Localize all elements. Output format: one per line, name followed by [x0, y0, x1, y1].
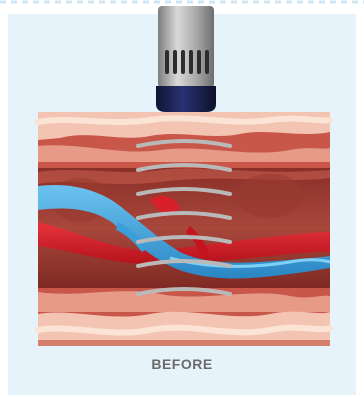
tissue-block: [38, 112, 330, 346]
caption-label: BEFORE: [0, 356, 364, 372]
shockwave-applicator-icon: [156, 6, 216, 112]
